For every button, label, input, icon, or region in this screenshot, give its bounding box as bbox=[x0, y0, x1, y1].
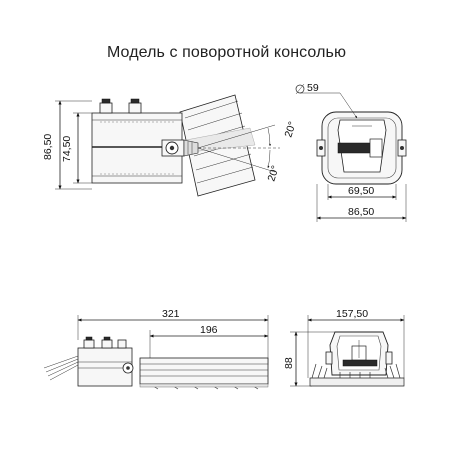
top-view: 20° 20° 86,50 74,50 bbox=[42, 94, 299, 197]
height-inner-label: 74,50 bbox=[61, 136, 73, 162]
side-radiator bbox=[139, 357, 269, 385]
end-view: 157,50 88 bbox=[283, 308, 405, 387]
end-width-label: 157,50 bbox=[336, 308, 368, 320]
width-inner-label: 69,50 bbox=[348, 185, 374, 197]
angle-up-label: 20° bbox=[282, 120, 298, 139]
cable-gland-icon bbox=[128, 98, 142, 114]
diameter-label: 59 bbox=[307, 82, 319, 94]
side-view: 321 196 bbox=[43, 308, 269, 390]
length-total-label: 321 bbox=[162, 308, 180, 320]
angle-down-label: 20° bbox=[265, 164, 281, 183]
page-title: Модель с поворотной консолью bbox=[106, 44, 347, 61]
end-height-label: 88 bbox=[283, 357, 295, 369]
pivot-bolt-icon bbox=[161, 139, 199, 157]
front-view: 59 69,50 86,50 bbox=[295, 82, 407, 222]
width-outer-label: 86,50 bbox=[348, 206, 374, 218]
length-radiator-label: 196 bbox=[200, 324, 218, 336]
height-outer-label: 86,50 bbox=[42, 134, 54, 160]
cable-gland-icon bbox=[99, 98, 113, 114]
